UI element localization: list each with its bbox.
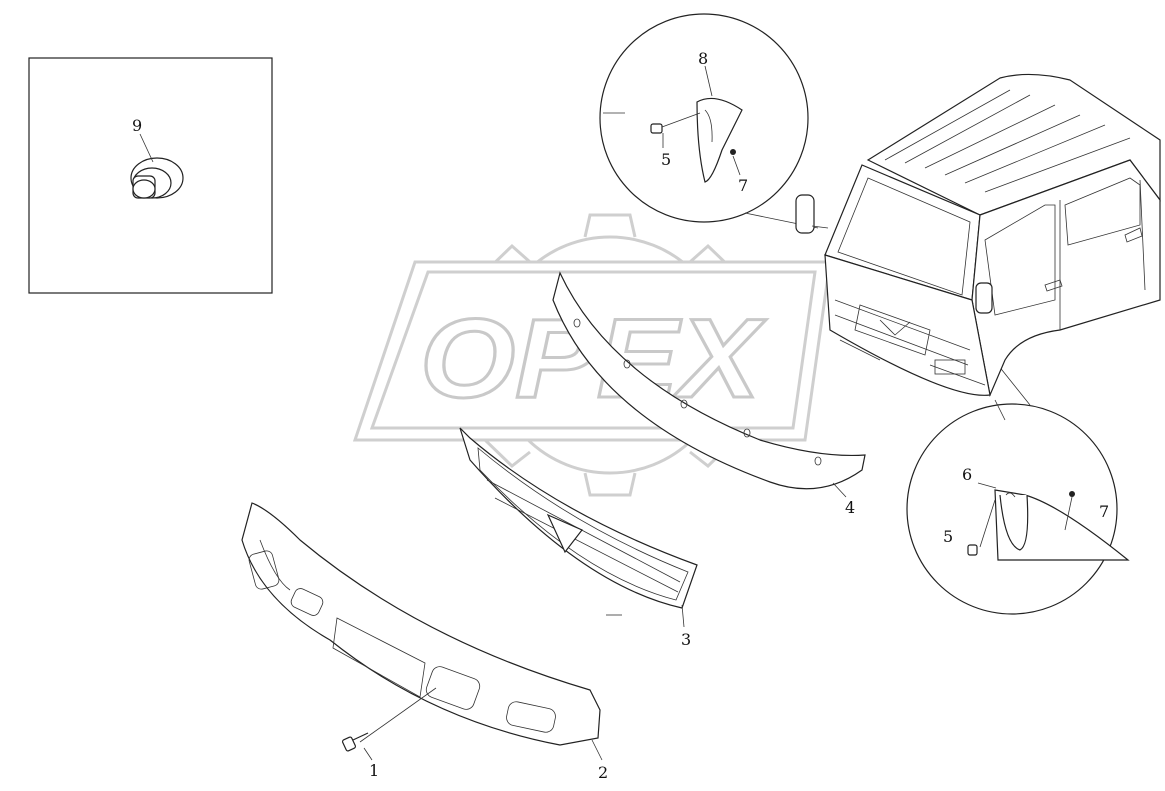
front-grille-part <box>459 427 698 628</box>
inset-box-clip <box>28 57 273 294</box>
detail-circle-lower <box>906 329 1130 615</box>
callout-8: 8 <box>698 49 708 68</box>
nut-icon-lower <box>1069 491 1075 497</box>
callout-5-lower: 5 <box>943 527 953 546</box>
callout-9: 9 <box>132 116 142 135</box>
nut-icon <box>730 149 736 155</box>
truck-cab-illustration <box>795 73 1161 398</box>
callout-5-upper: 5 <box>661 150 671 169</box>
screw-icon-lower <box>967 544 978 556</box>
callout-1: 1 <box>369 761 379 780</box>
callout-3: 3 <box>681 630 691 649</box>
detail-circle-upper <box>599 13 819 229</box>
front-bumper-part <box>241 502 603 761</box>
callout-7-lower: 7 <box>1099 502 1109 521</box>
bolt-icon <box>341 687 437 761</box>
screw-icon <box>650 123 663 134</box>
sun-visor-part <box>552 271 866 498</box>
callout-2: 2 <box>598 763 608 782</box>
mirror-bracket-icon <box>696 97 743 183</box>
clip-fastener-icon <box>130 157 184 199</box>
mudguard-bracket-icon <box>994 489 1130 561</box>
callout-7-upper: 7 <box>738 176 748 195</box>
callout-6: 6 <box>962 465 972 484</box>
callout-4: 4 <box>845 498 855 517</box>
